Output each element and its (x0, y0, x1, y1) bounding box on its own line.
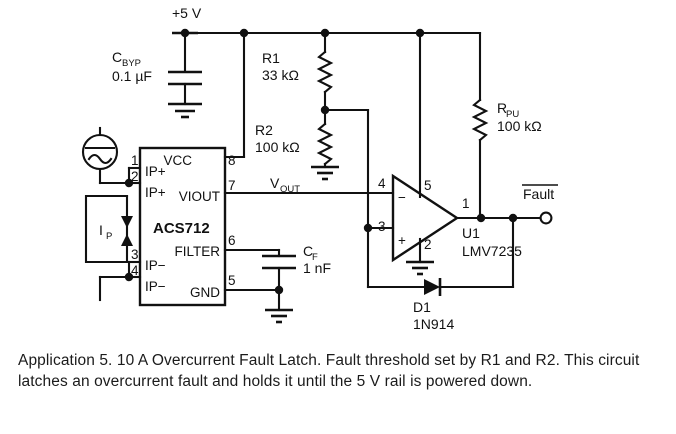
ic-pin-4-number: 4 (131, 263, 139, 278)
ic-name: ACS712 (153, 220, 210, 237)
vcc-net (223, 31, 246, 159)
junction-dot (180, 28, 190, 38)
resistor-r2: R2 100 kΩ (255, 105, 339, 181)
ic-pin-8-label: VCC (163, 153, 192, 168)
ac-source (81, 126, 131, 185)
supply-label: +5 V (172, 5, 202, 21)
ic-pin-3-label: IP− (145, 258, 166, 273)
ic-pin-1-number: 1 (131, 153, 139, 168)
r2-value: 100 kΩ (255, 139, 300, 155)
opamp-pin-1-number: 1 (462, 196, 470, 211)
cbyp-ref-sub: BYP (122, 58, 141, 69)
ip-ref-sub: P (106, 231, 112, 242)
resistor-r1: R1 33 kΩ (262, 31, 334, 112)
r1-ref: R1 (262, 50, 280, 66)
supply-rail: +5 V (172, 5, 482, 72)
ic-pin-7-number: 7 (228, 178, 236, 193)
opamp-pin-5-number: 5 (424, 178, 432, 193)
ip-minus-net (98, 260, 142, 302)
fault-label: Fault (523, 186, 554, 202)
divider-tap-net (323, 108, 370, 230)
r2-ref: R2 (255, 122, 273, 138)
ic-pin-7-label: VIOUT (179, 189, 220, 204)
d1-ref: D1 (413, 299, 431, 315)
rpu-ref-sub: PU (506, 109, 519, 120)
ic-acs712[interactable]: ACS712 1 IP+ 2 IP+ 3 IP− 4 IP− 8 VCC 7 V… (131, 146, 236, 307)
u1-value: LMV7235 (462, 243, 522, 259)
resistor-rpu: R PU 100 kΩ (471, 31, 542, 216)
figure-caption: Application 5. 10 A Overcurrent Fault La… (18, 352, 640, 390)
junction-dot (124, 178, 134, 188)
vout-label: V (270, 175, 280, 191)
ic-ground-net (223, 285, 293, 324)
r1-value: 33 kΩ (262, 67, 299, 83)
ic-pin-6-label: FILTER (174, 244, 220, 259)
rpu-ref: R (497, 100, 507, 116)
opamp-pin-2-number: 2 (424, 237, 432, 252)
fault-output[interactable]: Fault (476, 184, 558, 225)
capacitor-cbyp: C BYP 0.1 µF (112, 49, 202, 119)
d1-value: 1N914 (413, 316, 454, 332)
junction-dot (508, 213, 518, 223)
ic-pin-2-number: 2 (131, 169, 139, 184)
opamp-pin-3-number: 3 (378, 219, 386, 234)
ic-pin-4-label: IP− (145, 279, 166, 294)
ic-pin-1-label: IP+ (145, 164, 166, 179)
rpu-value: 100 kΩ (497, 118, 542, 134)
cbyp-ref: C (112, 49, 122, 65)
ic-pin-6-number: 6 (228, 233, 236, 248)
opamp-u1[interactable]: − + 4 3 5 2 1 U1 LMV7235 (363, 31, 548, 276)
junction-dot (274, 285, 284, 295)
ip-plus-net (124, 166, 142, 188)
fault-terminal[interactable] (539, 211, 553, 225)
cf-value: 1 nF (303, 260, 331, 276)
cf-ref-sub: F (312, 252, 318, 263)
circuit-schematic: +5 V C BYP 0.1 µF R1 33 kΩ (81, 5, 558, 332)
u1-ref: U1 (462, 225, 480, 241)
junction-dot (476, 213, 486, 223)
capacitor-cf: C F 1 nF (223, 243, 331, 292)
ic-pin-2-label: IP+ (145, 185, 166, 200)
opamp-plus-sign: + (398, 233, 406, 248)
diode-d1: D1 1N914 (366, 216, 515, 332)
opamp-pin-4-number: 4 (378, 176, 386, 191)
ip-ref: I (99, 222, 103, 238)
ic-pin-5-number: 5 (228, 273, 236, 288)
ic-pin-8-number: 8 (228, 153, 236, 168)
cbyp-value: 0.1 µF (112, 68, 152, 84)
junction-dot (124, 272, 134, 282)
ic-pin-5-label: GND (190, 285, 220, 300)
ic-pin-3-number: 3 (131, 247, 139, 262)
vout-label-sub: OUT (280, 184, 300, 195)
cf-ref: C (303, 243, 313, 259)
primary-current-ip: I P (84, 194, 133, 264)
viout-net: V OUT (223, 175, 395, 195)
opamp-minus-sign: − (398, 190, 406, 205)
